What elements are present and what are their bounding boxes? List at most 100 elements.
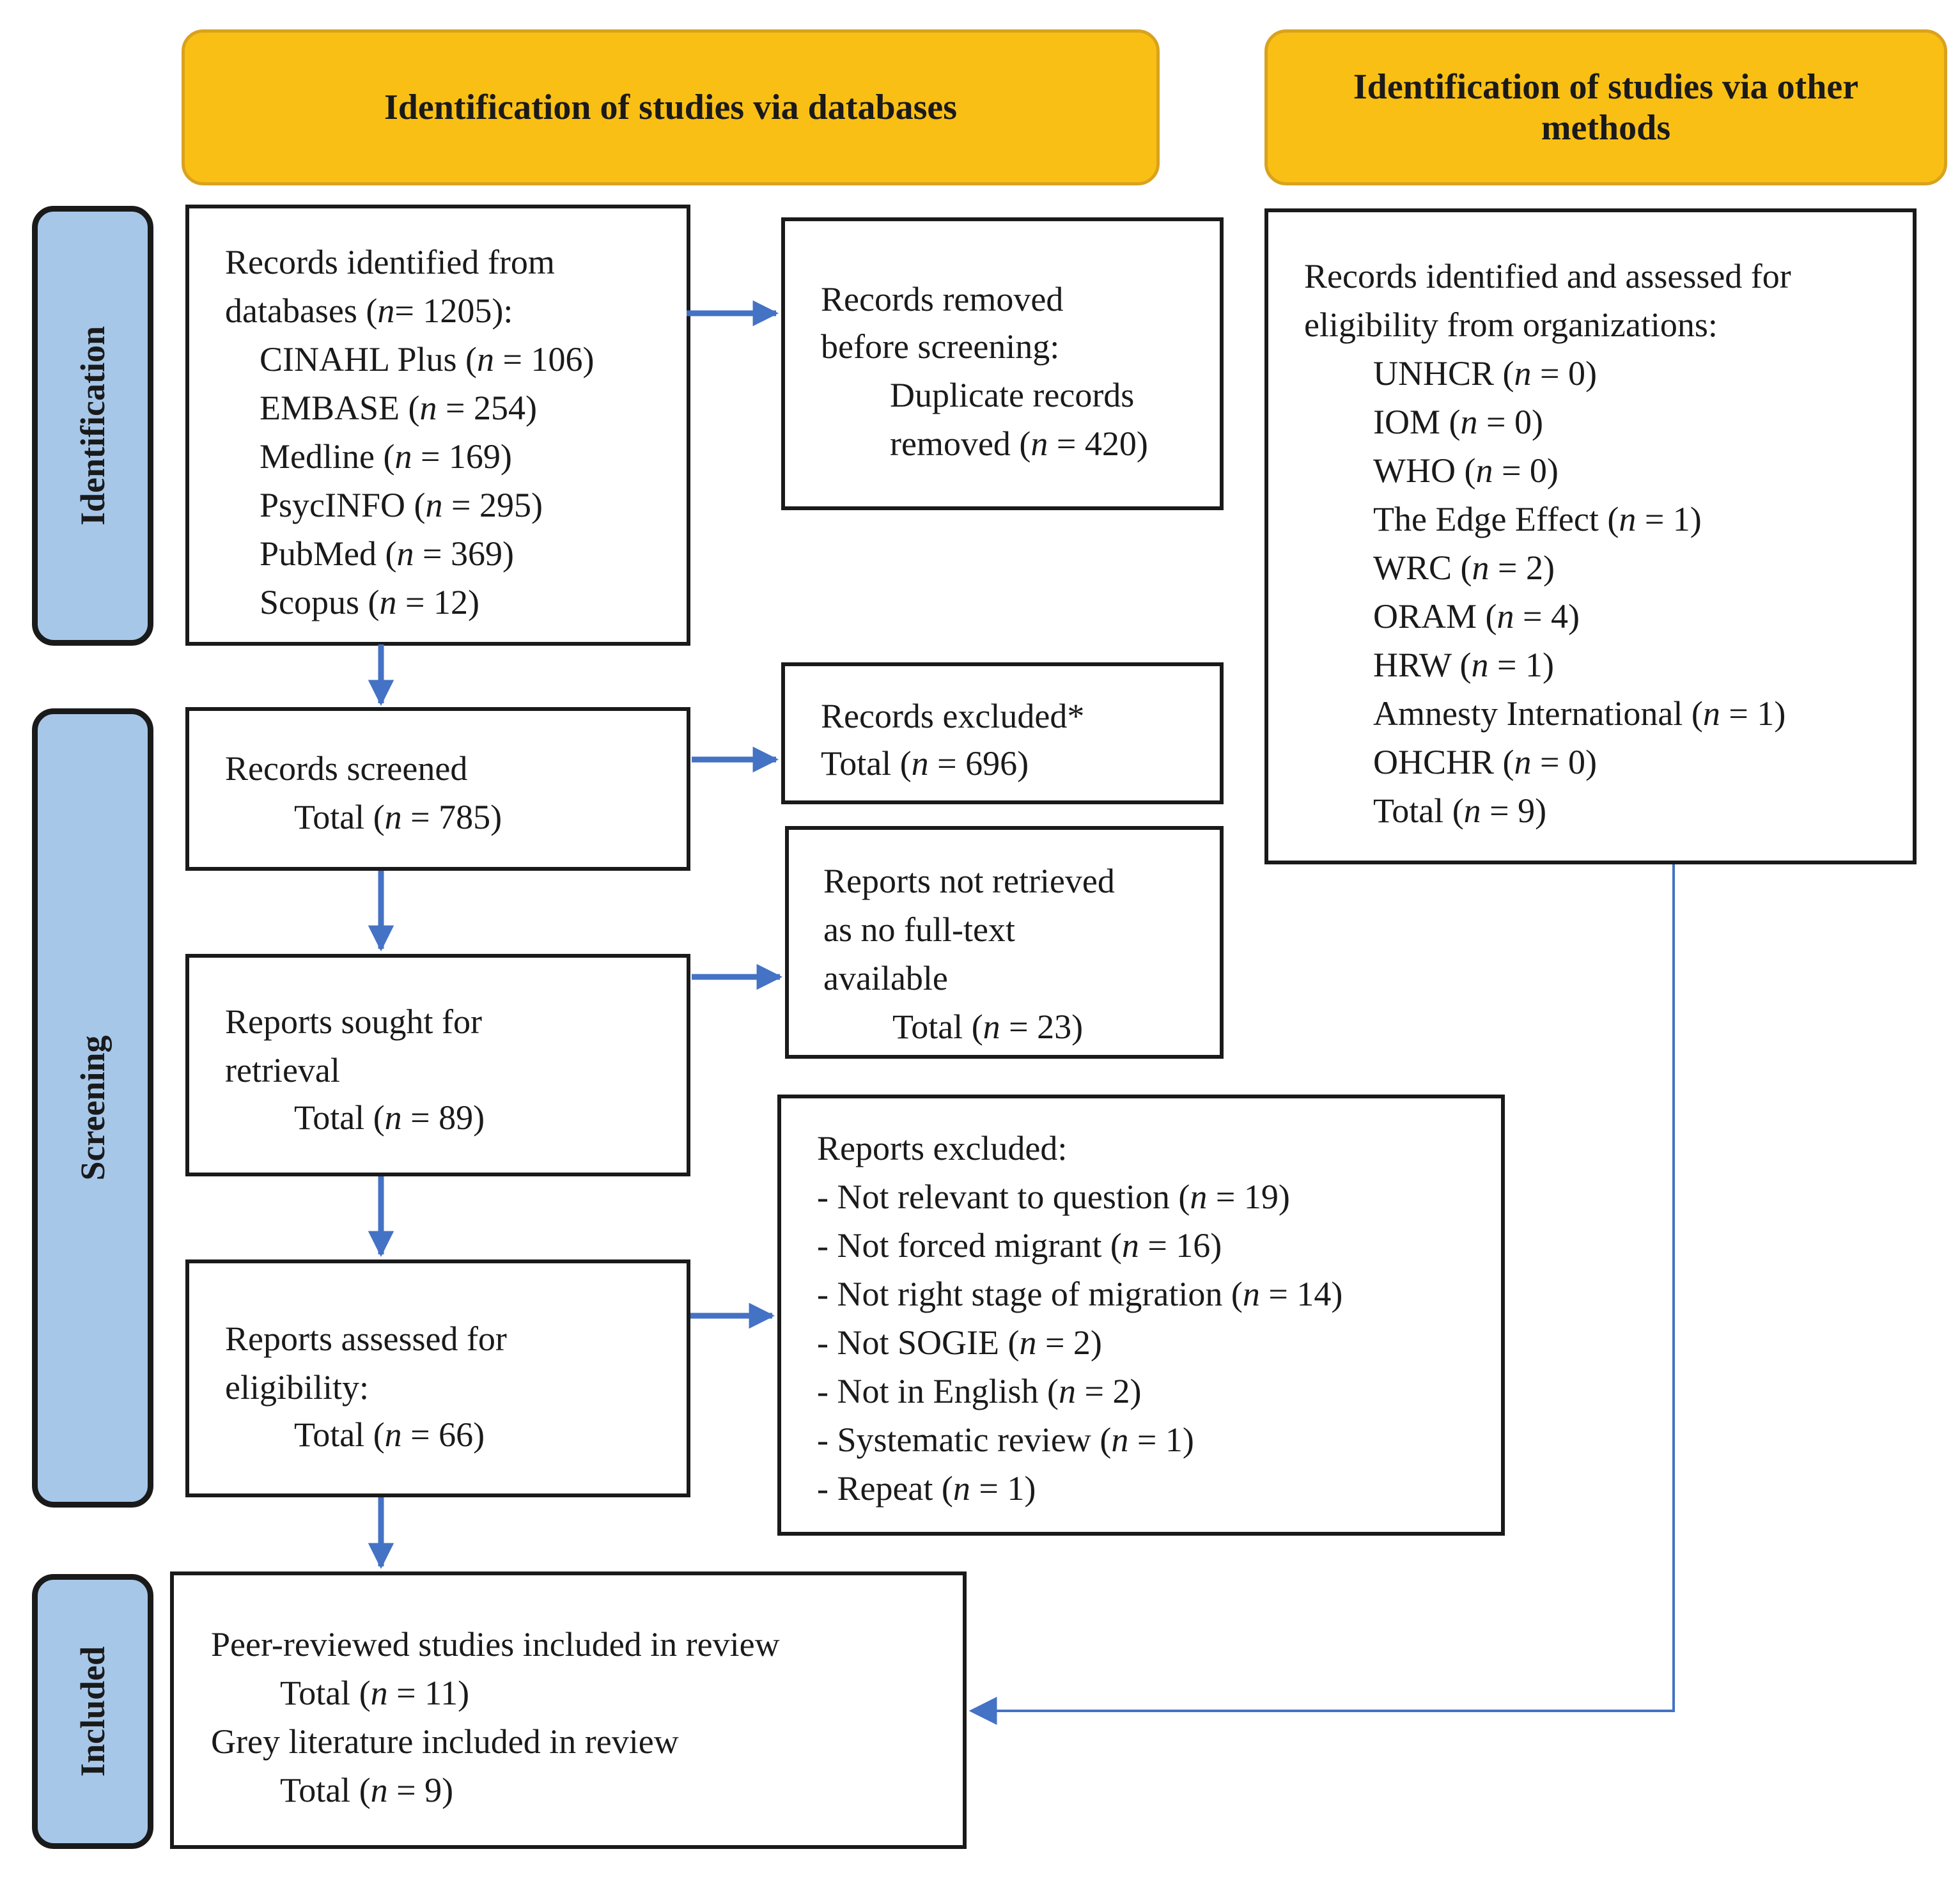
text-line: eligibility from organizations:: [1304, 300, 1718, 349]
source-name: EMBASE (: [260, 389, 420, 427]
text-line: Total (n = 785): [294, 793, 502, 841]
box-reports-sought: Reports sought for retrieval Total (n = …: [185, 954, 690, 1176]
exclusion-reason: - Not right stage of migration (n = 14): [817, 1270, 1342, 1318]
organization-item: Amnesty International (n = 1): [1373, 689, 1785, 738]
header-databases: Identification of studies via databases: [182, 29, 1160, 185]
included-peer-reviewed-count: = 11): [387, 1674, 470, 1712]
text-fragment: Total (: [294, 1415, 385, 1454]
organization-count: = 1): [1636, 500, 1702, 538]
reason-count: = 19): [1207, 1178, 1290, 1216]
text-line: Reports sought for: [225, 997, 482, 1046]
exclusion-reason: - Systematic review (n = 1): [817, 1415, 1194, 1464]
reports-not-retrieved-line3: available: [823, 959, 948, 997]
organization-item: UNHCR (n = 0): [1373, 349, 1597, 398]
exclusion-reason: - Repeat (n = 1): [817, 1464, 1036, 1513]
included-peer-reviewed-label: Peer-reviewed studies included in review: [211, 1625, 780, 1664]
reason-name: - Systematic review (: [817, 1421, 1112, 1459]
n-symbol: n: [1475, 451, 1493, 490]
n-symbol: n: [394, 437, 412, 476]
text-line: Reports excluded:: [817, 1124, 1067, 1173]
text-fragment: Total (: [892, 1008, 983, 1046]
text-line: Grey literature included in review: [211, 1717, 679, 1766]
reason-count: = 14): [1259, 1275, 1343, 1313]
organization-count: = 4): [1514, 597, 1580, 635]
n-symbol: n: [384, 1415, 402, 1454]
n-symbol: n: [1019, 1323, 1037, 1362]
source-count: = 12): [396, 583, 479, 621]
n-symbol: n: [1031, 425, 1048, 463]
text-line: before screening:: [821, 322, 1059, 371]
box-records-removed: Records removed before screening: Duplic…: [781, 217, 1224, 510]
source-count: = 169): [412, 437, 512, 476]
source-item: EMBASE (n = 254): [260, 384, 537, 432]
n-symbol: n: [1471, 646, 1489, 684]
text-fragment: removed (: [890, 425, 1031, 463]
source-item: Scopus (n = 12): [260, 578, 479, 627]
source-count: = 295): [442, 486, 543, 524]
organization-count: = 0): [1531, 743, 1597, 781]
n-symbol: n: [419, 389, 437, 427]
box-reports-excluded: Reports excluded: - Not relevant to ques…: [777, 1095, 1505, 1536]
organization-name: Amnesty International (: [1373, 694, 1703, 733]
reports-sought-count: = 89): [401, 1098, 485, 1137]
organization-item: HRW (n = 1): [1373, 641, 1554, 689]
n-symbol: n: [911, 744, 929, 783]
organization-item: WHO (n = 0): [1373, 446, 1559, 495]
n-symbol: n: [377, 292, 395, 330]
n-symbol: n: [1190, 1178, 1208, 1216]
n-symbol: n: [384, 1098, 402, 1137]
text-line: Records removed: [821, 275, 1063, 324]
n-symbol: n: [1242, 1275, 1260, 1313]
phase-screening: Screening: [32, 708, 153, 1508]
text-line: removed (n = 420): [890, 419, 1148, 468]
n-symbol: n: [1121, 1226, 1139, 1265]
text-line: Peer-reviewed studies included in review: [211, 1620, 780, 1669]
included-grey-literature-count: = 9): [387, 1771, 454, 1809]
box-records-excluded: Records excluded* Total (n = 696): [781, 662, 1224, 804]
source-name: CINAHL Plus (: [260, 340, 478, 378]
box-included: Peer-reviewed studies included in review…: [170, 1571, 967, 1849]
organization-item: The Edge Effect (n = 1): [1373, 495, 1702, 543]
n-symbol: n: [425, 486, 443, 524]
reports-assessed-line1: Reports assessed for: [225, 1320, 507, 1358]
n-symbol: n: [953, 1469, 970, 1508]
text-line: as no full-text: [823, 905, 1015, 954]
text-line: Total (n = 23): [892, 1002, 1083, 1051]
organization-name: OHCHR (: [1373, 743, 1514, 781]
exclusion-reason: - Not forced migrant (n = 16): [817, 1221, 1222, 1270]
header-other-line2: methods: [1541, 108, 1671, 148]
header-other-line1: Identification of studies via other: [1353, 67, 1859, 107]
organization-count: = 1): [1720, 694, 1786, 733]
text-line: Total (n = 11): [280, 1669, 469, 1717]
source-count: = 369): [414, 534, 514, 573]
exclusion-reason: - Not SOGIE (n = 2): [817, 1318, 1102, 1367]
n-symbol: n: [1514, 354, 1532, 393]
organization-name: The Edge Effect (: [1373, 500, 1619, 538]
header-databases-text: Identification of studies via databases: [384, 88, 958, 127]
n-symbol: n: [1111, 1421, 1129, 1459]
n-symbol: n: [1463, 791, 1481, 830]
exclusion-reason: - Not in English (n = 2): [817, 1367, 1141, 1415]
records-removed-line3: Duplicate records: [890, 376, 1135, 414]
source-item: CINAHL Plus (n = 106): [260, 335, 594, 384]
records-identified-line1: Records identified from: [225, 243, 555, 281]
source-name: Scopus (: [260, 583, 380, 621]
reports-assessed-count: = 66): [401, 1415, 485, 1454]
text-fragment: databases (: [225, 292, 378, 330]
text-line: Records screened: [225, 744, 467, 793]
reports-sought-line1: Reports sought for: [225, 1002, 482, 1041]
text-fragment: Total (: [821, 744, 912, 783]
text-line: Total (n = 66): [294, 1410, 485, 1459]
organization-name: Total (: [1373, 791, 1464, 830]
reason-name: - Repeat (: [817, 1469, 953, 1508]
organization-name: HRW (: [1373, 646, 1472, 684]
source-count: = 254): [437, 389, 537, 427]
records-screened-count: = 785): [401, 798, 502, 836]
records-identified-total: = 1205):: [394, 292, 513, 330]
records-excluded-line1: Records excluded*: [821, 697, 1085, 735]
box-records-identified: Records identified from databases (n= 12…: [185, 205, 690, 646]
organization-total: Total (n = 9): [1373, 786, 1546, 835]
organization-name: WHO (: [1373, 451, 1476, 490]
n-symbol: n: [370, 1674, 388, 1712]
